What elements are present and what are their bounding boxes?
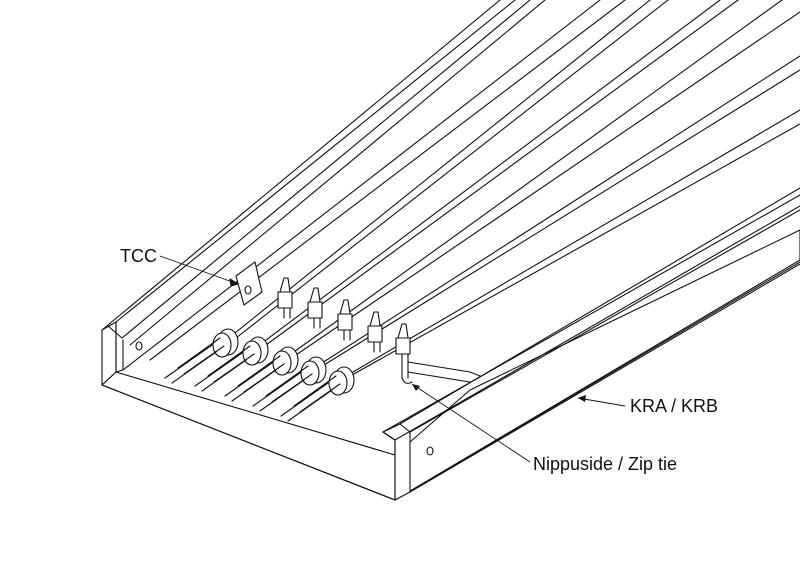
tray-right-hole (426, 446, 434, 456)
zip-clip-3 (337, 299, 353, 341)
kra-leader (577, 397, 626, 407)
cable-end-3 (224, 346, 299, 402)
cable-ends (164, 328, 355, 422)
tray-bottom (101, 229, 800, 501)
zip-clip-2 (307, 287, 323, 329)
label-kra-krb: KRA / KRB (630, 396, 718, 416)
label-zip-tie: Nippuside / Zip tie (533, 454, 677, 474)
cable-end-4 (252, 356, 327, 412)
tray-left-hole (135, 341, 143, 351)
zip-clip-1 (277, 277, 293, 319)
zip-tie-clips (277, 277, 413, 384)
zip-clip-5 (395, 323, 413, 384)
tcc-leader (159, 255, 239, 285)
label-tcc: TCC (120, 246, 157, 266)
zip-clip-4 (367, 311, 383, 353)
zip-leader (411, 383, 531, 463)
cable-end-5 (280, 366, 355, 422)
tcc-bracket (235, 261, 263, 306)
cable-end-1 (164, 328, 239, 384)
zip-tie-strap (407, 361, 481, 377)
cables (219, 0, 800, 383)
tray-left-wall-top (101, 0, 501, 331)
cable-end-2 (194, 336, 269, 392)
